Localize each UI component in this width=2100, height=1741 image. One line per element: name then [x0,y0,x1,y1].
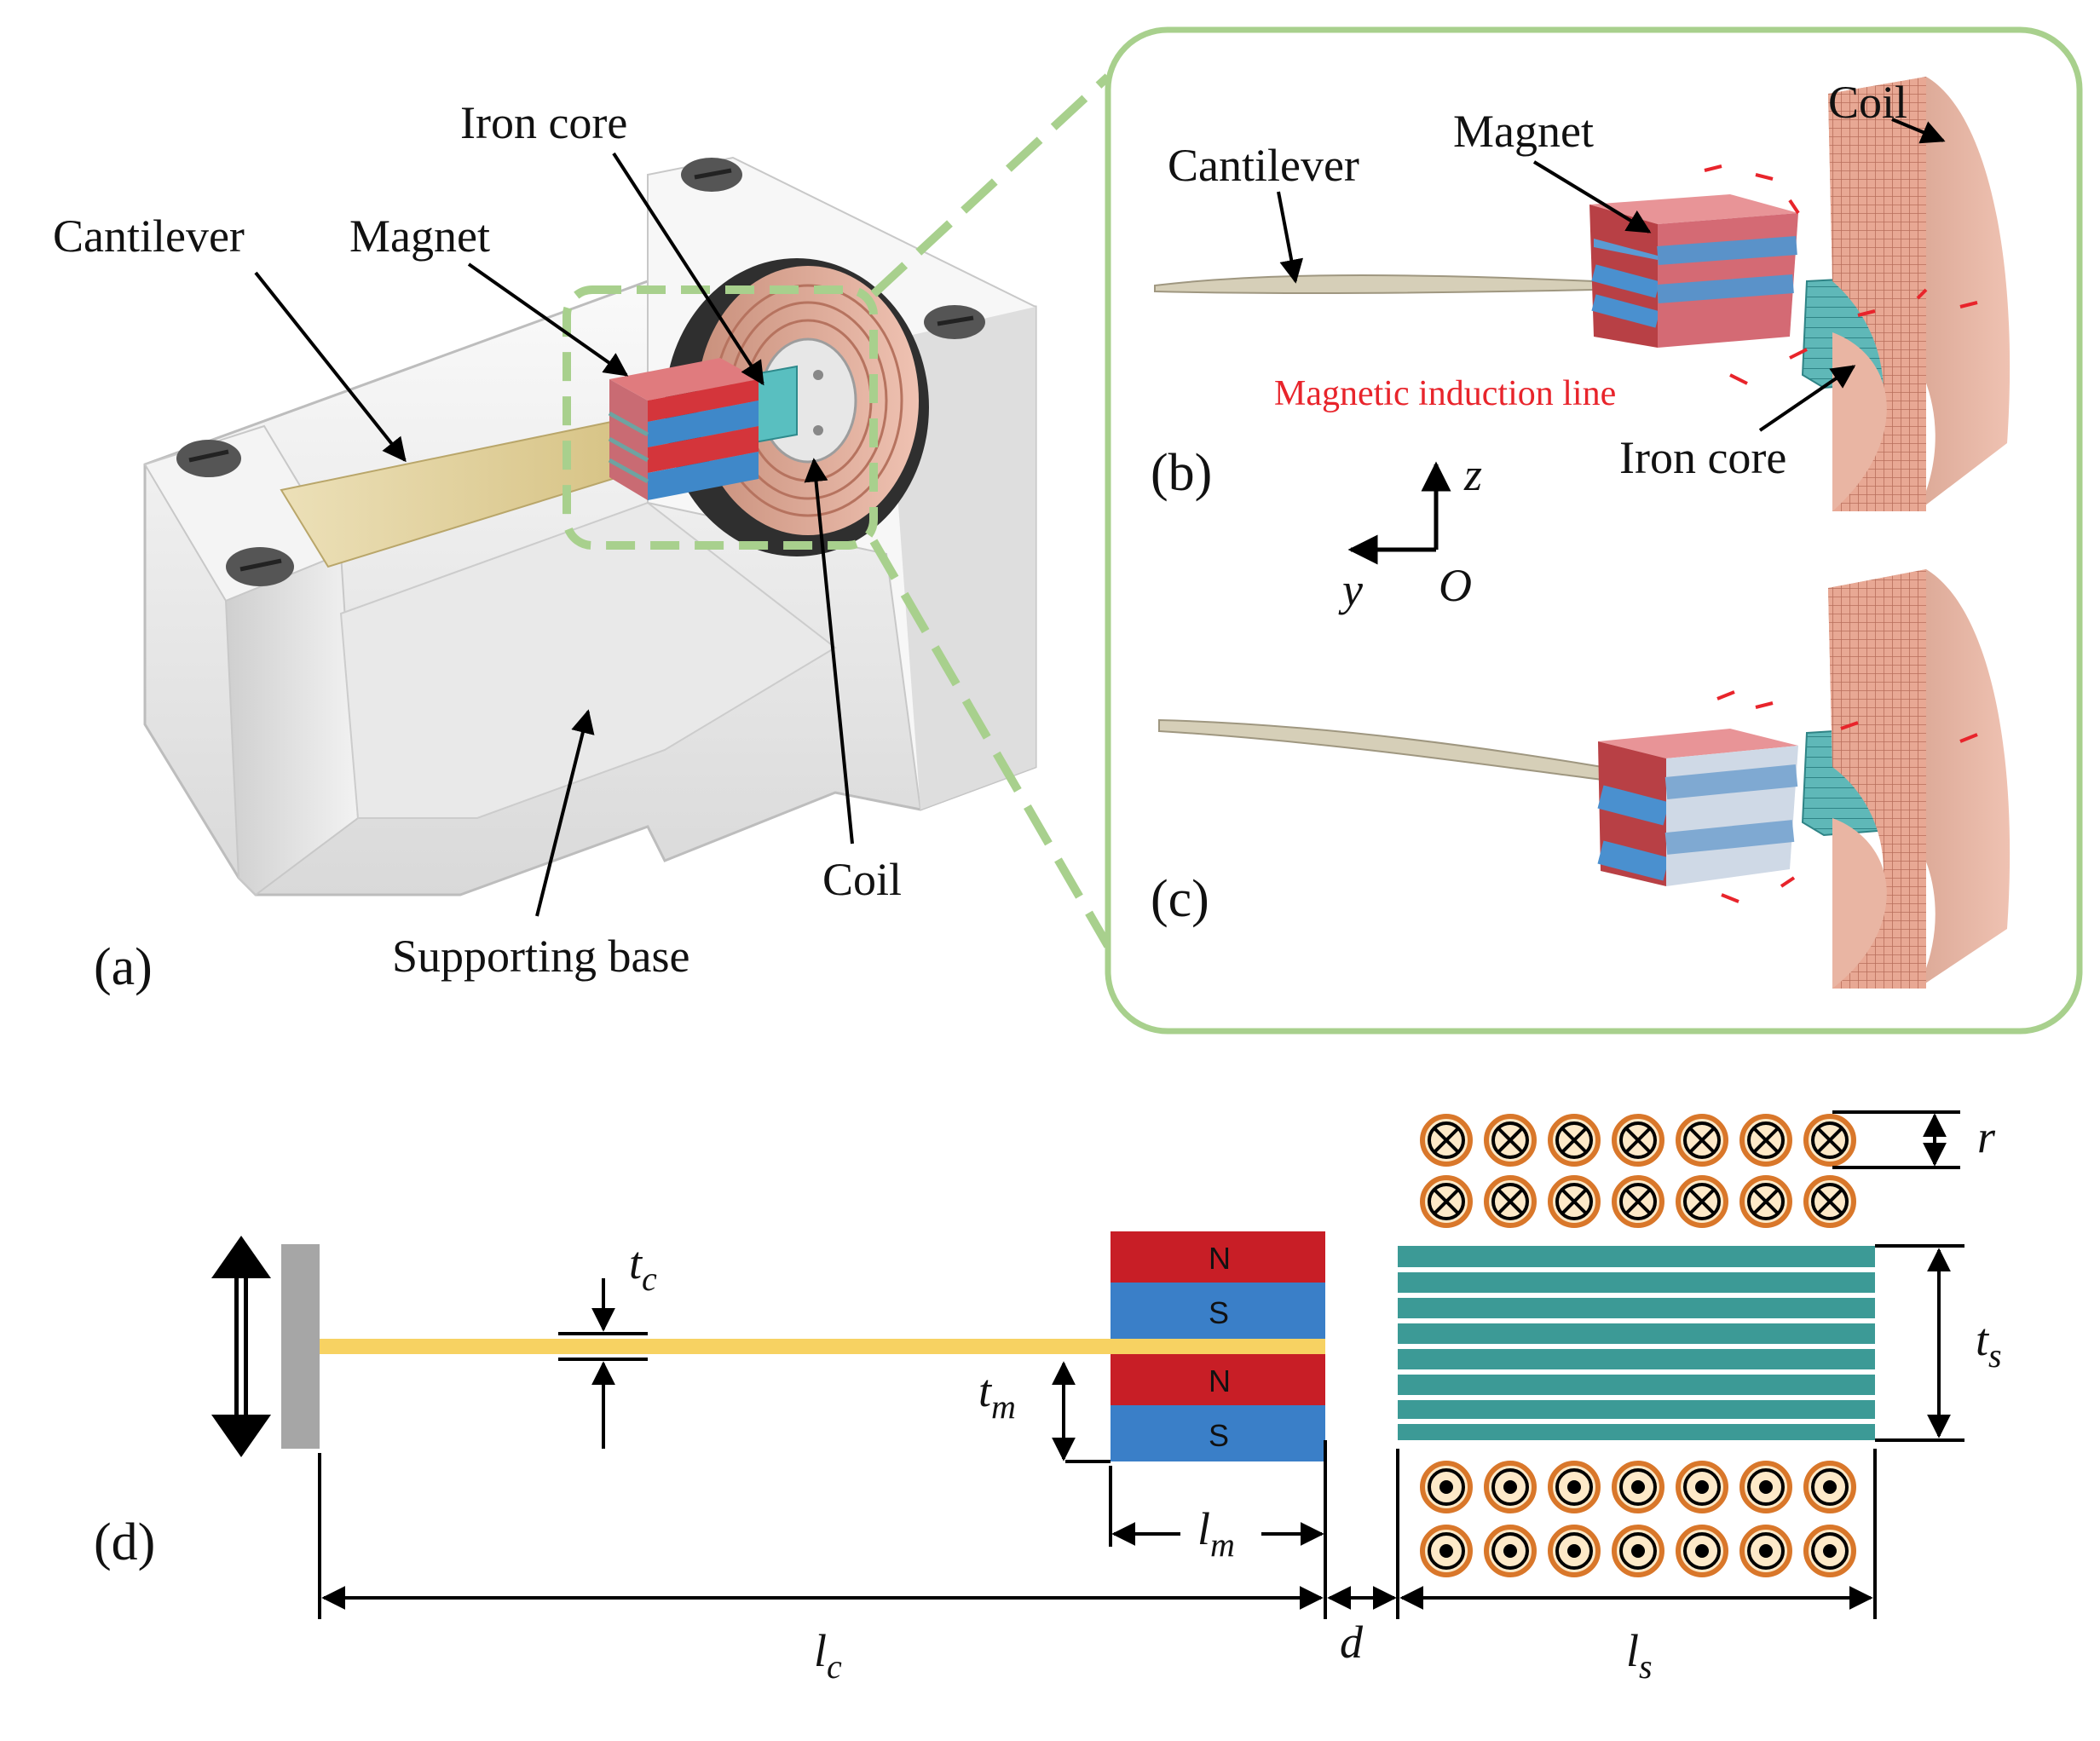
supporting-base-leader [535,709,595,917]
panel-a-leaders [254,152,854,917]
coil-wire-in-icon [1803,1175,1856,1228]
coil-section-b [1828,77,2011,511]
coil-wire-in-icon [1739,1175,1792,1228]
coil-wire-out-icon [1676,1461,1728,1513]
cantilever-beam-d [320,1339,1325,1354]
dim-d: d [1340,1617,1364,1668]
coil-wire-out-icon [1612,1461,1664,1513]
coil-wire-out-icon [1739,1461,1792,1513]
bolt-icon [176,440,241,477]
vibration-arrow-icon [211,1236,271,1457]
panel-d-schematic: N S N S [211,1110,1964,1619]
magnet-leader [467,262,629,377]
magnet-stack-b [1589,194,1798,348]
coil-wire-in-icon [1484,1175,1537,1228]
panel-c-illustration [1158,569,2011,989]
magnet-label: Magnet [349,210,490,262]
panel-c-label: (c) [1151,870,1209,928]
origin-label: O [1439,560,1472,611]
cantilever-label: Cantilever [53,210,245,262]
coil-wire-in-icon [1676,1175,1728,1228]
coil-wire-out-icon [1484,1461,1537,1513]
magnetic-induction-line-label: Magnetic induction line [1274,374,1616,413]
cantilever-label-b: Cantilever [1168,140,1359,191]
dim-t-s: ts [1976,1314,2002,1375]
coil-wire-in-icon [1484,1114,1537,1167]
iron-core-leader [612,152,764,386]
pole-s-top: S [1209,1295,1229,1330]
coil-wire-in-icon [1420,1175,1473,1228]
dim-t-c: tc [629,1237,657,1298]
coil-wire-in-icon [1548,1114,1601,1167]
iron-core-label-b: Iron core [1619,432,1786,483]
magnet-s-bottom [1111,1405,1325,1461]
pole-s-bottom: S [1209,1418,1229,1453]
coil-cross-in-rows [1420,1114,1856,1228]
coil-wire-out-icon [1803,1461,1856,1513]
zoom-region-box [562,285,878,550]
coil-wire-in-icon [1612,1175,1664,1228]
coil-wire-in-icon [1420,1114,1473,1167]
coil-wire-in-icon [1739,1114,1792,1167]
bolt-icon [924,305,985,339]
pole-n-bottom: N [1209,1363,1231,1398]
coil-wire-out-icon [1420,1461,1473,1513]
dim-l-s: ls [1626,1625,1653,1686]
z-axis-label: z [1463,449,1482,500]
coil-wire-in-icon [1676,1114,1728,1167]
axes-triad [1347,461,1451,565]
magnet-label-b: Magnet [1453,106,1594,157]
clamp-block [281,1244,320,1449]
y-axis-label: y [1338,564,1363,615]
coil-wire-out-icon [1612,1525,1664,1577]
coil-wire-out-icon [1420,1525,1473,1577]
dimension-lines [318,1110,1964,1619]
coil-label: Coil [822,854,902,905]
panel-a-illustration [143,156,1037,896]
panel-b-illustration [1154,77,2011,511]
zoom-connectors [869,73,1112,948]
iron-core-label: Iron core [460,97,627,148]
coil-wire-out-icon [1803,1525,1856,1577]
magnet-n-top [1111,1231,1325,1283]
pole-n-top: N [1209,1241,1231,1276]
coil-leader [804,458,854,845]
dim-r: r [1977,1111,1996,1162]
magnet-stack [608,358,759,500]
panel-d-label: (d) [94,1513,155,1571]
coil-wire-in-icon [1803,1114,1856,1167]
field-arrows-b [1704,164,1978,385]
magnet-s-top [1111,1283,1325,1339]
cantilever-leader [254,271,407,463]
panel-a-label: (a) [94,938,153,996]
panel-b-label: (b) [1151,444,1212,502]
panel-b-leaders [1277,118,1946,432]
dim-t-m: tm [978,1365,1016,1426]
coil-wire-out-icon [1548,1525,1601,1577]
magnet-stack-c [1597,729,1798,886]
bolt-icon [226,547,294,586]
core-lamination-gaps [1398,1267,1875,1424]
coil-wire-in-icon [1548,1175,1601,1228]
coil-wire-out-icon [1548,1461,1601,1513]
field-arrows-c [1716,690,1978,903]
coil-wire-out-icon [1676,1525,1728,1577]
coil-wire-out-icon [1739,1525,1792,1577]
supporting-base-label: Supporting base [392,931,689,982]
coil-wire-out-icon [1484,1525,1537,1577]
coil-section-c [1828,569,2011,989]
magnet-n-bottom [1111,1354,1325,1405]
dim-l-c: lc [814,1625,842,1686]
bolt-icon [681,158,742,192]
coil-wire-in-icon [1612,1114,1664,1167]
coil-dot-out-rows [1420,1461,1856,1577]
dim-l-m: lm [1197,1503,1235,1564]
laminated-core [1398,1246,1875,1440]
